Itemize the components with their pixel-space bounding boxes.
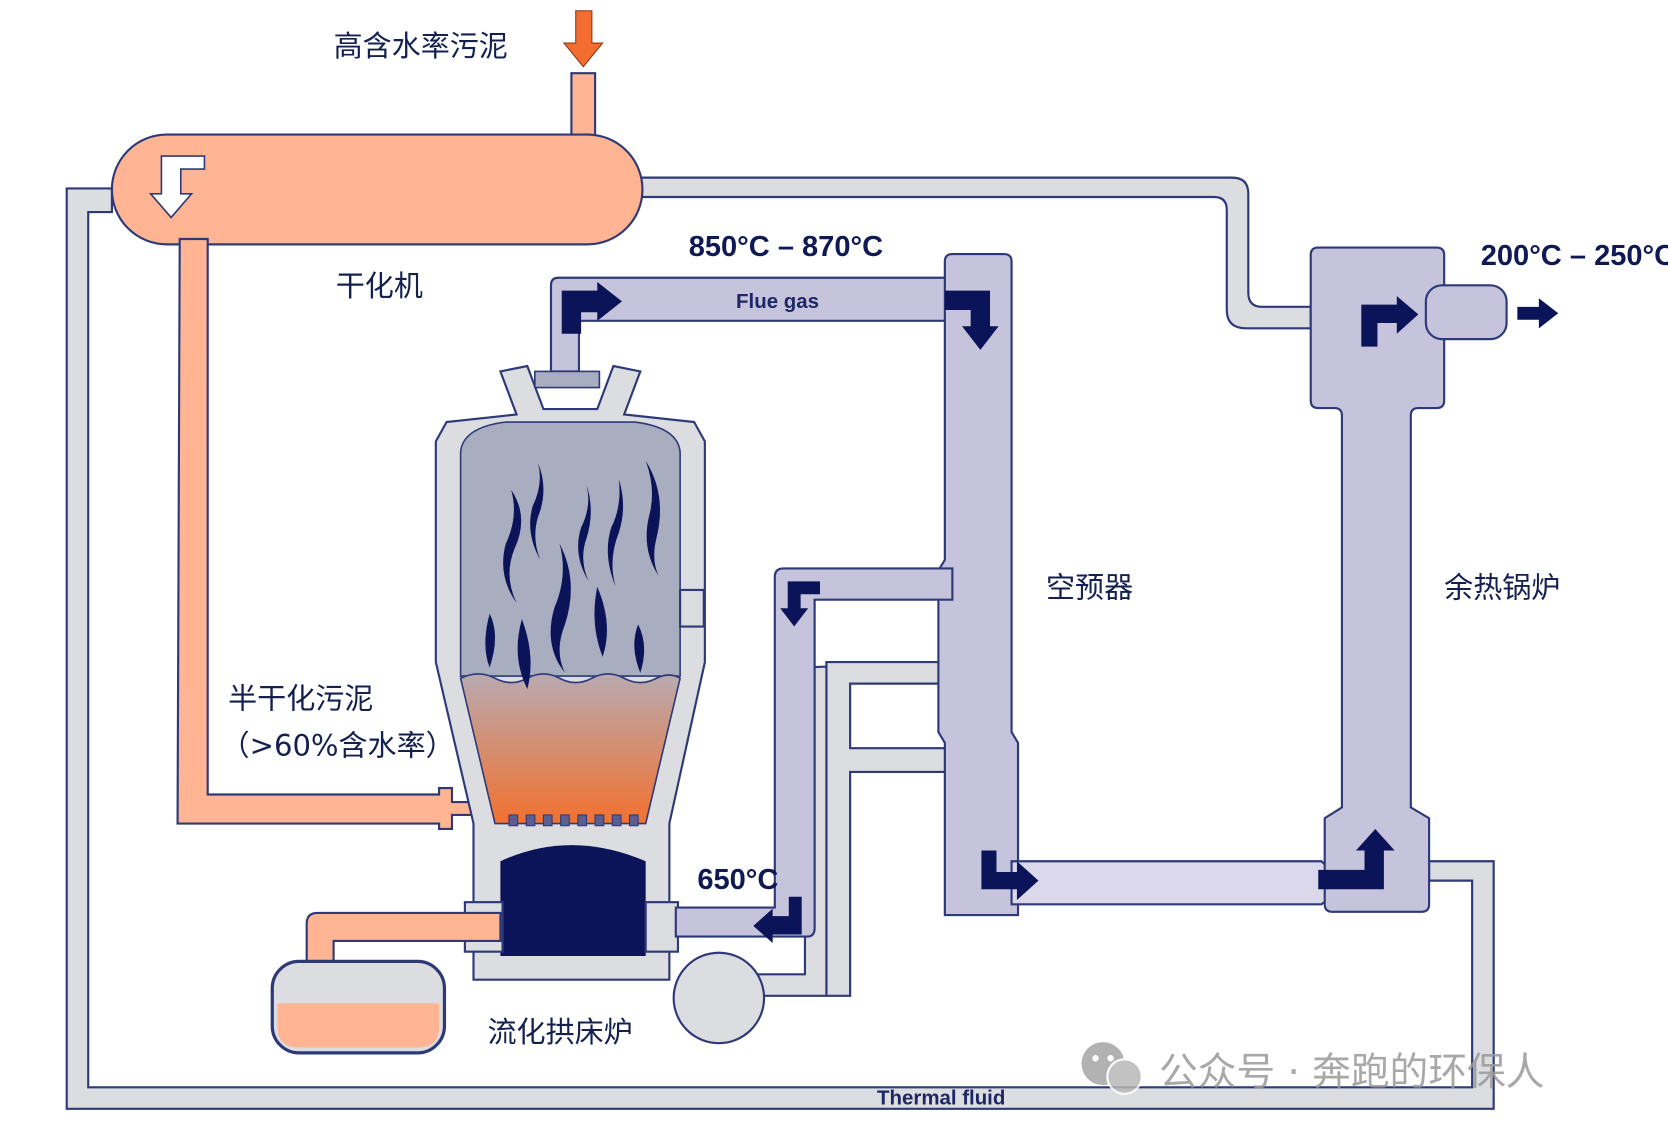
label-semi-dried-sludge: 半干化污泥 [228, 681, 373, 715]
fluidized-bed [459, 673, 682, 825]
dryer-flow-arrow-icon [148, 155, 206, 219]
wet-sludge-inlet-pipe [570, 72, 597, 139]
dryer-body [110, 133, 644, 246]
waste-heat-boiler [1309, 246, 1446, 913]
labels: 高含水率污泥 干化机 850°C – 870°C Flue gas 200°C … [221, 29, 1668, 1110]
label-dryer: 干化机 [336, 269, 423, 303]
wet-sludge-feed-arrow-icon [562, 10, 604, 68]
air-preheater [937, 252, 1020, 917]
flue-gas-duct-bottom [1010, 860, 1334, 906]
flow-arrow-furnace-out-icon [561, 282, 623, 334]
label-thermal-fluid: Thermal fluid [877, 1087, 1005, 1110]
wind-box [500, 845, 646, 956]
label-fluidized-bed-furnace: 流化拱床炉 [487, 1015, 632, 1049]
flue-gas-duct-top [549, 276, 949, 373]
flow-arrow-650-icon [753, 896, 802, 944]
label-moisture-content: （>60%含水率） [221, 729, 455, 763]
flame-icons [485, 460, 661, 689]
watermark: 公众号 · 奔跑的环保人 [1081, 1042, 1544, 1095]
flow-arrow-preheater-out-icon [981, 850, 1039, 900]
flow-arrow-boiler-in-icon [1318, 828, 1395, 890]
label-bed-temp: 650°C [697, 864, 778, 896]
wechat-icon [1081, 1042, 1143, 1095]
windbox-flange-right [644, 901, 680, 953]
label-wet-sludge: 高含水率污泥 [334, 29, 508, 63]
blower [672, 951, 766, 1045]
sludge-tank-level [277, 1003, 440, 1048]
hot-air-duct [674, 567, 954, 938]
exhaust-arrow-icon [1517, 298, 1559, 329]
fluidized-bed-furnace [270, 364, 706, 1055]
flow-arrow-hot-air-icon [780, 581, 821, 627]
flue-gas-outlet [534, 370, 601, 389]
furnace-chamber [459, 421, 681, 677]
flow-arrow-preheater-in-icon [944, 290, 999, 350]
label-air-preheater: 空预器 [1046, 570, 1133, 604]
flue-gas-network [534, 246, 1559, 944]
air-supply-pipe [825, 661, 957, 997]
label-exhaust-temp: 200°C – 250°C [1481, 240, 1668, 272]
flow-arrow-boiler-out-icon [1361, 296, 1419, 347]
label-flue-gas: Flue gas [736, 290, 819, 313]
dryer [110, 10, 644, 831]
label-flue-gas-temp: 850°C – 870°C [689, 231, 883, 263]
watermark-text: 公众号 · 奔跑的环保人 [1159, 1050, 1544, 1095]
exhaust-nozzle [1424, 284, 1508, 341]
label-waste-heat-boiler: 余热锅炉 [1444, 570, 1560, 604]
air-nozzles [508, 814, 639, 827]
furnace-side-port [679, 588, 705, 628]
